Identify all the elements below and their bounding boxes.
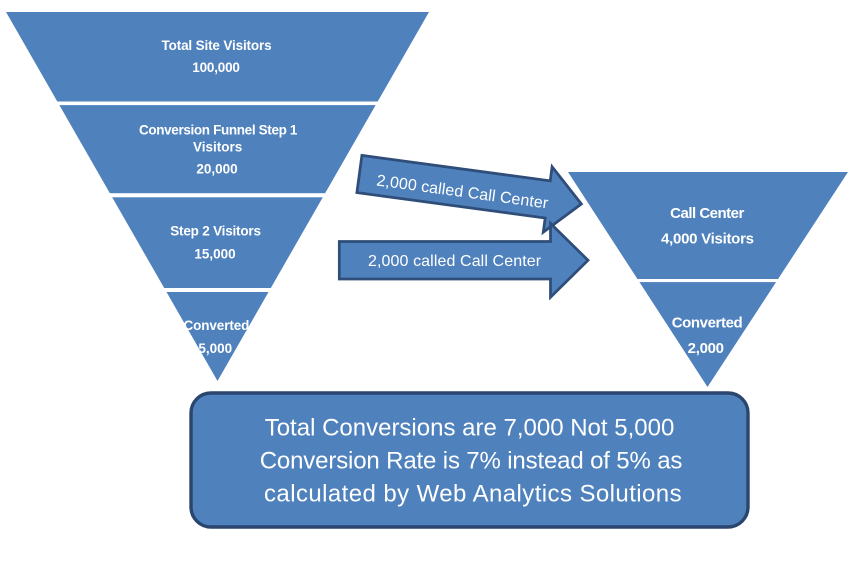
svg-text:4,000 Visitors: 4,000 Visitors	[661, 231, 754, 248]
svg-text:Converted: Converted	[183, 318, 249, 333]
svg-text:15,000: 15,000	[194, 246, 235, 261]
svg-text:20,000: 20,000	[196, 162, 237, 177]
svg-text:100,000: 100,000	[192, 60, 239, 75]
svg-text:Step 2 Visitors: Step 2 Visitors	[170, 224, 261, 239]
svg-text:Visitors: Visitors	[193, 140, 242, 155]
svg-text:Total Conversions are 7,000 No: Total Conversions are 7,000 Not 5,000	[265, 415, 675, 442]
svg-text:2,000 called Call Center: 2,000 called Call Center	[368, 253, 542, 270]
svg-text:calculated by Web Analytics So: calculated by Web Analytics Solutions	[264, 481, 682, 508]
svg-text:2,000: 2,000	[688, 340, 724, 357]
svg-text:5,000: 5,000	[198, 341, 232, 356]
svg-text:Conversion Funnel Step 1: Conversion Funnel Step 1	[139, 123, 298, 138]
svg-text:Call Center: Call Center	[670, 205, 744, 222]
svg-text:Conversion Rate is 7% instead: Conversion Rate is 7% instead of 5% as	[260, 448, 683, 475]
svg-text:Converted: Converted	[672, 315, 743, 332]
svg-text:Total Site Visitors: Total Site Visitors	[162, 38, 272, 53]
